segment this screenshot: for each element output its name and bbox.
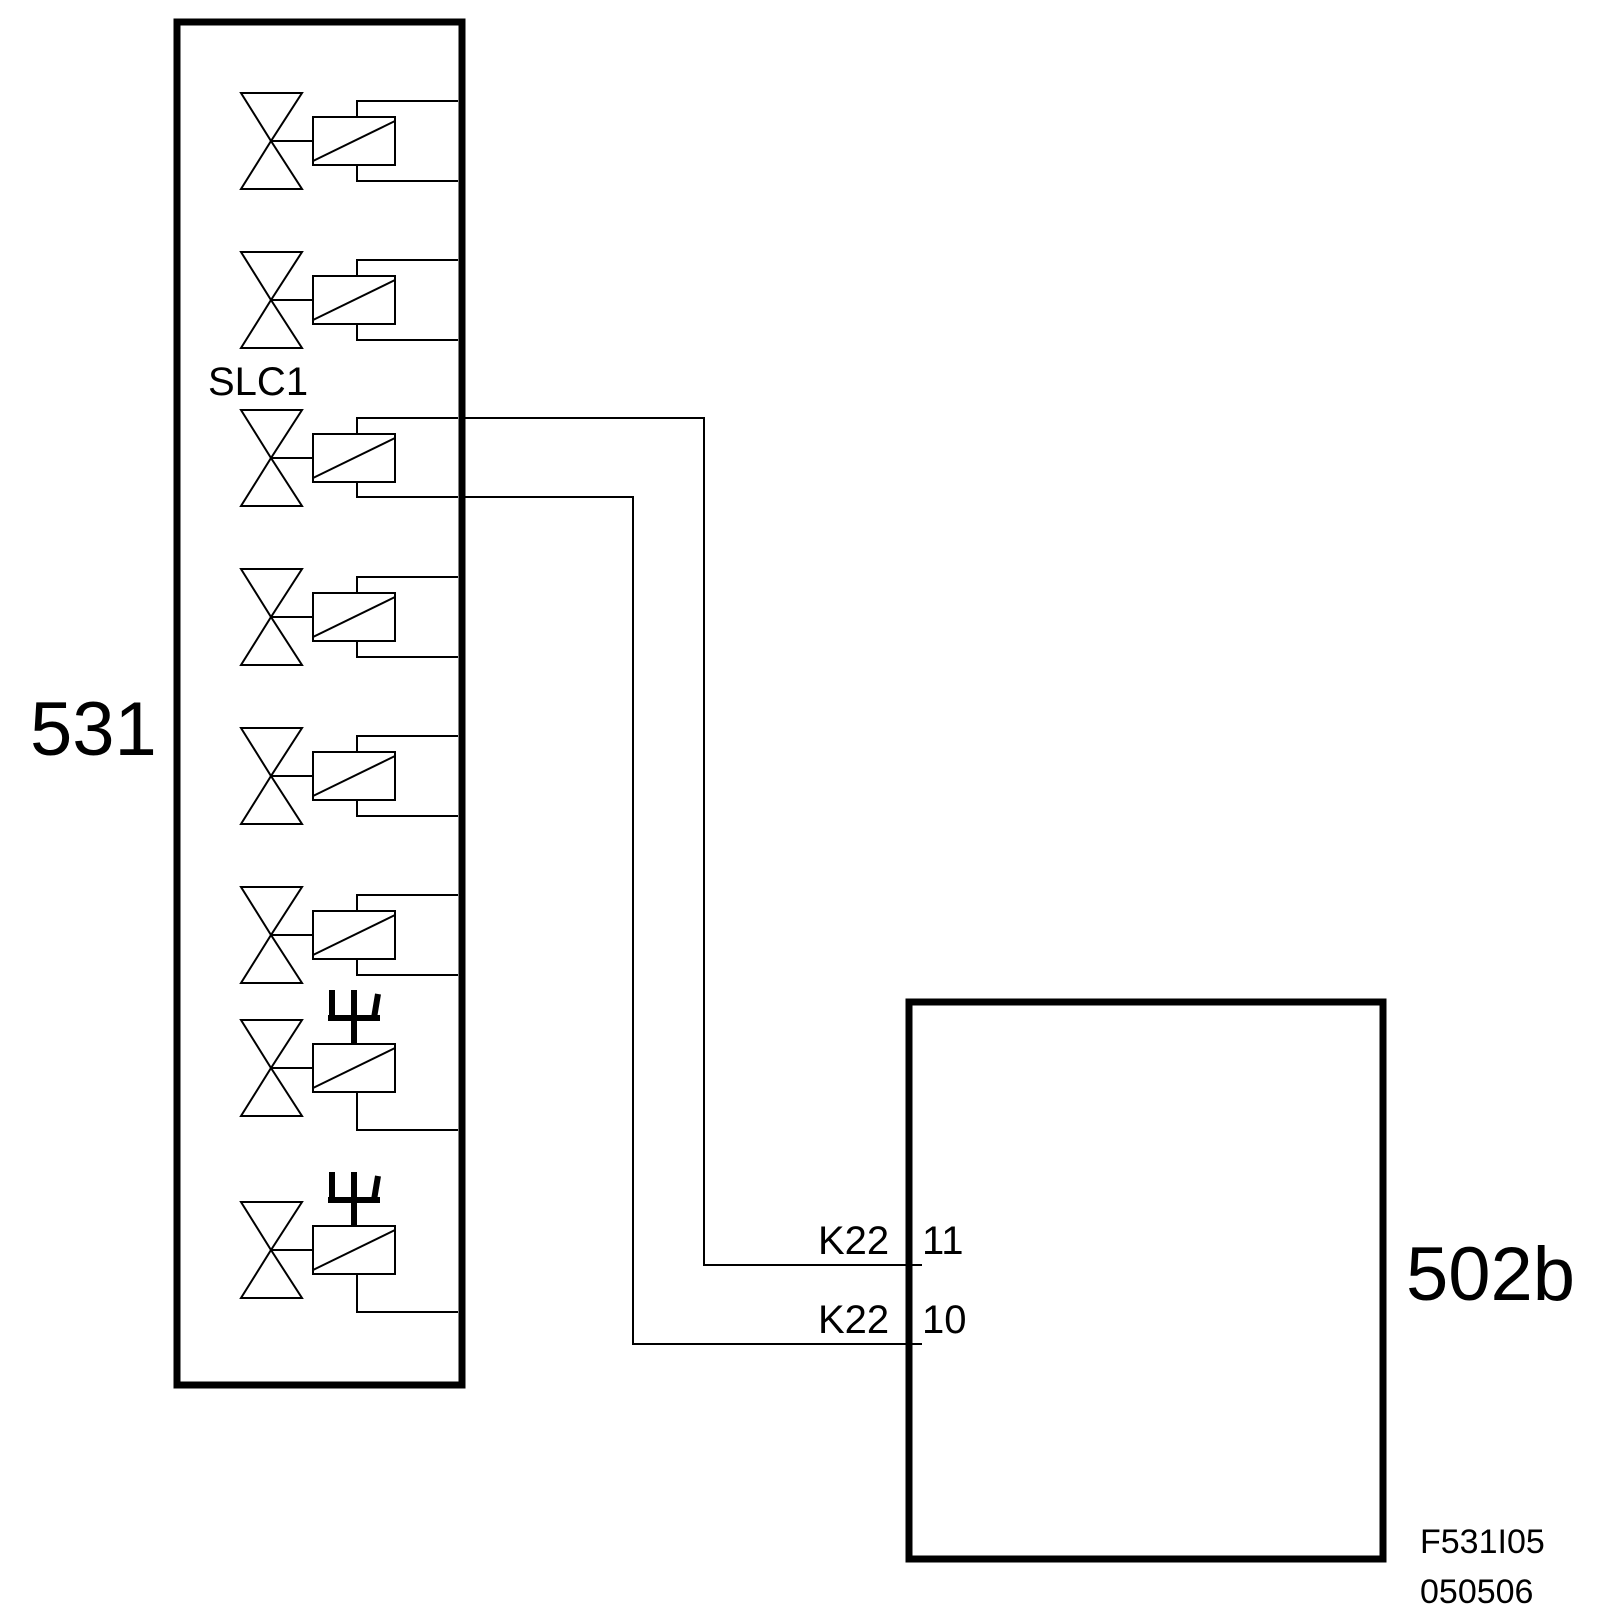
- coil-lead-top: [356, 100, 458, 117]
- figure-date: 050506: [1420, 1573, 1533, 1611]
- terminal-top-pin: 11: [922, 1219, 964, 1263]
- valve-upper-triangle: [239, 1019, 304, 1070]
- coil-lead-bottom: [356, 482, 458, 498]
- solenoid-diagonal: [312, 120, 396, 162]
- unit-502b-label: 502b: [1406, 1232, 1575, 1317]
- valve-lower-triangle: [239, 1248, 304, 1299]
- terminal-bottom-name: K22: [818, 1298, 889, 1342]
- valve-upper-triangle: [239, 886, 304, 937]
- solenoid-diagonal: [312, 437, 396, 479]
- wire-k22-10: [462, 496, 922, 1345]
- valve-upper-triangle: [239, 409, 304, 460]
- solenoid-diagonal: [312, 1229, 396, 1271]
- solenoid-coil: [312, 116, 396, 166]
- valve-upper-triangle: [239, 1201, 304, 1252]
- unit-502b-box: [905, 998, 1387, 1563]
- valve-upper-triangle: [239, 92, 304, 143]
- solenoid-diagonal: [312, 914, 396, 956]
- valve-lower-triangle: [239, 1066, 304, 1117]
- solenoid-coil: [312, 433, 396, 483]
- valve-lower-triangle: [239, 456, 304, 507]
- coil-lead-top: [356, 735, 458, 752]
- solenoid-coil: [312, 592, 396, 642]
- solenoid-diagonal: [312, 596, 396, 638]
- valve-upper-triangle: [239, 568, 304, 619]
- coil-lead-top: [356, 417, 458, 434]
- coil-lead-bottom: [356, 165, 458, 182]
- valve-lower-triangle: [239, 615, 304, 666]
- coil-lead-top: [356, 576, 458, 593]
- wire-k22-11: [462, 417, 922, 1266]
- terminal-top-name: K22: [818, 1219, 889, 1263]
- coil-lead-bottom: [356, 324, 458, 341]
- valve-lower-triangle: [239, 774, 304, 825]
- coil-lead-bottom: [356, 800, 458, 817]
- solenoid-coil: [312, 751, 396, 801]
- valve-lower-triangle: [239, 139, 304, 190]
- terminal-bottom-pin: 10: [922, 1298, 967, 1342]
- coil-lead-bottom: [356, 641, 458, 658]
- coil-lead-bottom: [356, 959, 458, 976]
- valve-group: [239, 92, 458, 1313]
- valve-upper-triangle: [239, 251, 304, 302]
- connection-wires: [462, 417, 922, 1345]
- valve-tag-slc1: SLC1: [208, 360, 308, 404]
- coil-lead-bottom: [356, 1274, 458, 1313]
- unit-531-label: 531: [30, 687, 157, 772]
- solenoid-diagonal: [312, 755, 396, 797]
- figure-code: F531I05: [1420, 1523, 1545, 1561]
- solenoid-coil: [312, 910, 396, 960]
- valve-lower-triangle: [239, 298, 304, 349]
- coil-lead-bottom: [356, 1092, 458, 1131]
- solenoid-coil: [312, 275, 396, 325]
- solenoid-diagonal: [312, 279, 396, 321]
- coil-lead-top: [356, 259, 458, 276]
- coil-lead-top: [356, 894, 458, 911]
- sensor-prong-right: [371, 1175, 381, 1201]
- unit-531-box: [173, 18, 466, 1389]
- solenoid-diagonal: [312, 1047, 396, 1089]
- sensor-prong-right: [371, 993, 381, 1019]
- valve-lower-triangle: [239, 933, 304, 984]
- valve-upper-triangle: [239, 727, 304, 778]
